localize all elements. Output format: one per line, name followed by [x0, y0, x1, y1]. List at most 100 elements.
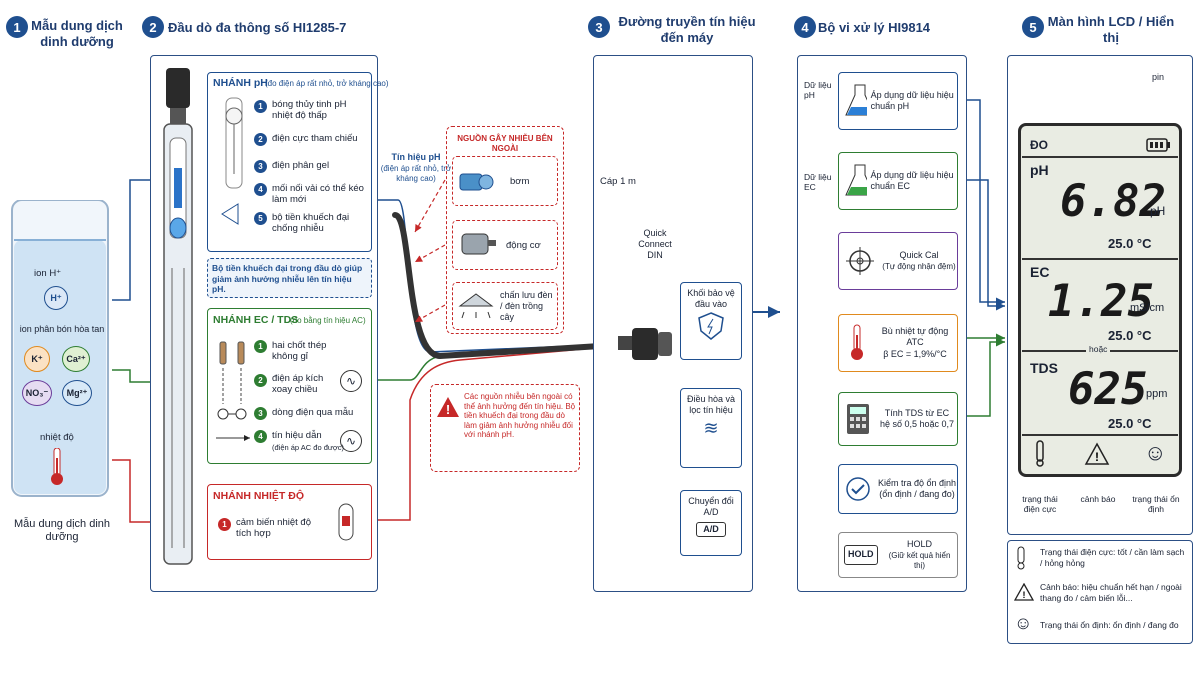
motor-icon — [458, 228, 498, 265]
status-label-stable: trạng thái ổn định — [1132, 494, 1180, 515]
section-2-title: Đầu dò đa thông số HI1285-7 — [168, 20, 347, 35]
ph-item-2: điện cực tham chiếu — [272, 133, 358, 144]
status-label-electrode: trạng thái điện cực — [1022, 494, 1058, 515]
data-ec-label: Dữ liệu EC — [804, 172, 832, 193]
lcd-or-label: hoặc — [1086, 344, 1111, 355]
lcd-tds-value: 625 — [1068, 364, 1148, 415]
adc-chip: A/D — [696, 521, 726, 537]
ac-source-icon: ∿ — [340, 370, 362, 392]
ph-item-5-number: 5 — [254, 212, 267, 225]
ph-item-5: bộ tiền khuếch đại chống nhiễu — [272, 212, 350, 235]
input-protection-label: Khối bảo vệ đầu vào — [687, 288, 735, 310]
ec-calibration-label: Áp dụng dữ liệu hiệu chuẩn EC — [870, 169, 954, 191]
lcd-tds-unit: ppm — [1146, 388, 1168, 400]
ion-h-badge: H⁺ — [44, 286, 68, 310]
lcd-ec-value: 1.25 — [1048, 276, 1154, 327]
legend-warning: Cảnh báo: hiệu chuẩn hết hạn / ngoài tha… — [1040, 582, 1182, 603]
lcd-ph-temp: 25.0 °C — [1108, 236, 1152, 251]
noise-ballast-box — [452, 282, 558, 330]
hold-key-icon: HOLD — [844, 545, 878, 565]
adc-box: Chuyển đổi A/D A/D — [680, 490, 742, 556]
warning-status-icon: ! — [1084, 442, 1110, 471]
warning-icon: ! — [436, 396, 460, 423]
section-3-number: 3 — [588, 16, 610, 38]
ph-item-4-number: 4 — [254, 183, 267, 196]
noise-ballast-label: chấn lưu đèn / đèn trồng cây — [500, 290, 553, 322]
ion-no3-badge: NO₃⁻ — [22, 380, 52, 406]
ec-item-2: điện áp kích xoay chiều — [272, 373, 324, 396]
legend-warning-icon: ! — [1013, 582, 1035, 606]
ph-calibration-label: Áp dụng dữ liệu hiệu chuẩn pH — [870, 89, 954, 111]
noise-motor-label: động cơ — [506, 240, 541, 251]
lcd-divider-2 — [1022, 258, 1178, 260]
ph-calibration-box: Áp dụng dữ liệu hiệu chuẩn pH — [838, 72, 958, 130]
signal-filter-label: Điều hòa và lọc tín hiệu — [686, 394, 736, 416]
ac-signal-icon: ∿ — [340, 430, 362, 452]
ec-item-4-sub: (điện áp AC đo được) — [272, 443, 345, 452]
noise-title: NGUỒN GÂY NHIỄU BÊN NGOÀI — [457, 134, 553, 153]
section-4-number: 4 — [794, 16, 816, 38]
lcd-ec-unit: mS/cm — [1130, 302, 1165, 314]
din-connector-icon — [618, 322, 676, 371]
ec-item-3-number: 3 — [254, 407, 267, 420]
noise-motor-box — [452, 220, 558, 270]
section-2-number: 2 — [142, 16, 164, 38]
ion-k-badge: K⁺ — [24, 346, 50, 372]
hold-box: HOLD HOLD (Giữ kết quả hiển thị) — [838, 532, 958, 578]
pump-icon — [458, 166, 494, 201]
signal-filter-box: Điều hòa và lọc tín hiệu ≋ — [680, 388, 742, 468]
ec-item-3: dòng điện qua mẫu — [272, 407, 354, 418]
lcd-mode: ĐO — [1030, 138, 1048, 152]
adc-label: Chuyển đổi A/D — [688, 496, 734, 518]
ph-item-2-number: 2 — [254, 133, 267, 146]
ph-branch-title: NHÁNH pH — [213, 77, 268, 89]
ec-pins-icon — [212, 334, 256, 449]
lcd-screen — [1018, 123, 1182, 477]
atc-label: Bù nhiệt tự động ATC — [881, 326, 949, 348]
ph-item-1-number: 1 — [254, 100, 267, 113]
ec-calibration-box: Áp dụng dữ liệu hiệu chuẩn EC — [838, 152, 958, 210]
ec-branch-subtitle: (đo bằng tín hiệu AC) — [290, 316, 366, 325]
ph-electrode-icon — [214, 94, 254, 249]
legend-box — [1007, 540, 1193, 644]
wave-icon: ≋ — [703, 417, 719, 438]
beaker — [8, 199, 112, 500]
legend-electrode-icon — [1016, 546, 1026, 575]
shield-icon — [698, 311, 724, 340]
section-5-number: 5 — [1022, 16, 1044, 38]
tds-calc-box: Tính TDS từ EC hệ số 0,5 hoặc 0,7 — [838, 392, 958, 446]
temp-sensor-icon — [336, 502, 356, 549]
ec-item-1-number: 1 — [254, 340, 267, 353]
atc-coefficient: β EC = 1,9%/°C — [883, 348, 947, 359]
ec-item-4: tín hiệu dẫn — [272, 430, 322, 441]
lcd-ec-label: EC — [1030, 264, 1050, 280]
ph-item-3-number: 3 — [254, 160, 267, 173]
section-1-title: Mẫu dung dịch dinh dưỡng — [31, 18, 123, 50]
tds-calc-factor: hệ số 0,5 hoặc 0,7 — [879, 419, 955, 429]
electrode-status-icon — [1034, 440, 1046, 473]
connector-label: Quick Connect DIN — [638, 228, 672, 260]
temp-item-1-number: 1 — [218, 518, 231, 531]
section-3-title: Đường truyền tín hiệu đến máy — [618, 14, 756, 46]
section-4-title: Bộ vi xử lý HI9814 — [818, 20, 931, 35]
lcd-divider-1 — [1022, 156, 1178, 158]
target-icon — [846, 247, 874, 275]
lcd-ec-temp: 25.0 °C — [1108, 328, 1152, 343]
ph-item-3: điện phân gel — [272, 160, 330, 171]
ph-branch-subtitle: (đo điện áp rất nhỏ, trở kháng cao) — [265, 79, 389, 88]
probe-body — [156, 68, 204, 573]
hold-sub: (Giữ kết quả hiển thị) — [888, 550, 951, 570]
lcd-ph-value: 6.82 — [1060, 176, 1166, 227]
tds-calc-label: Tính TDS từ EC — [884, 407, 950, 418]
section-5-title: Màn hình LCD / Hiển thị — [1047, 14, 1175, 46]
stability-label: Kiểm tra độ ổn định — [877, 477, 957, 488]
input-protection-box: Khối bảo vệ đầu vào — [680, 282, 742, 360]
lcd-ph-unit: pH — [1150, 204, 1166, 218]
flask-green-icon — [845, 164, 867, 196]
legend-stable: Trạng thái ổn định: ổn định / đang đo — [1040, 620, 1179, 630]
temperature-label: nhiệt độ — [40, 432, 74, 443]
legend-electrode: Trạng thái điện cực: tốt / cần làm sạch … — [1040, 547, 1185, 568]
cable-label: Cáp 1 m — [600, 176, 636, 187]
ion-ca-badge: Ca²⁺ — [62, 346, 90, 372]
quick-cal-label: Quick Cal — [899, 250, 939, 261]
